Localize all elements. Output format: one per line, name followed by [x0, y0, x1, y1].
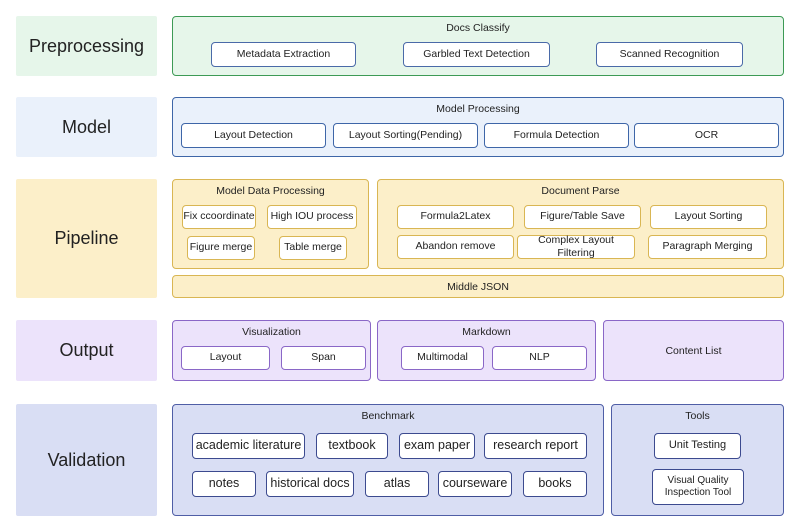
layout-detection-chip: Layout Detection	[181, 123, 326, 148]
layout-sorting-chip: Layout Sorting	[650, 205, 767, 229]
high-iou-process-chip: High IOU process	[267, 205, 357, 229]
benchmark-panel: Benchmark academic literature textbook e…	[172, 404, 604, 516]
visual-quality-inspection-tool-chip: Visual Quality Inspection Tool	[652, 469, 744, 505]
scanned-recognition-chip: Scanned Recognition	[596, 42, 743, 67]
layout-sorting-pending-chip: Layout Sorting(Pending)	[333, 123, 478, 148]
formula-detection-chip: Formula Detection	[484, 123, 629, 148]
figure-table-save-chip: Figure/Table Save	[524, 205, 641, 229]
formula2latex-chip: Formula2Latex	[397, 205, 514, 229]
tools-panel: Tools Unit Testing Visual Quality Inspec…	[611, 404, 784, 516]
row-label-pipeline: Pipeline	[16, 179, 157, 298]
books-chip: books	[523, 471, 587, 497]
fix-coordinate-chip: Fix ccoordinate	[182, 205, 256, 229]
unit-testing-chip: Unit Testing	[654, 433, 741, 459]
ocr-chip: OCR	[634, 123, 779, 148]
row-label-validation: Validation	[16, 404, 157, 516]
figure-merge-chip: Figure merge	[187, 236, 255, 260]
docs-classify-title: Docs Classify	[446, 22, 510, 34]
model-processing-title: Model Processing	[436, 103, 520, 115]
abandon-remove-chip: Abandon remove	[397, 235, 514, 259]
docs-classify-panel: Docs Classify Metadata Extraction Garble…	[172, 16, 784, 76]
metadata-extraction-chip: Metadata Extraction	[211, 42, 356, 67]
visualization-panel: Visualization Layout Span	[172, 320, 371, 381]
visualization-title: Visualization	[242, 326, 301, 338]
benchmark-title: Benchmark	[361, 410, 415, 422]
garbled-text-detection-chip: Garbled Text Detection	[403, 42, 550, 67]
markdown-title: Markdown	[462, 326, 511, 338]
layout-output-chip: Layout	[181, 346, 270, 370]
row-label-model: Model	[16, 97, 157, 157]
model-data-processing-title: Model Data Processing	[216, 185, 325, 197]
historical-docs-chip: historical docs	[266, 471, 354, 497]
model-processing-panel: Model Processing Layout Detection Layout…	[172, 97, 784, 157]
research-report-chip: research report	[484, 433, 587, 459]
model-data-processing-panel: Model Data Processing Fix ccoordinate Hi…	[172, 179, 369, 269]
tools-title: Tools	[685, 410, 710, 422]
academic-literature-chip: academic literature	[192, 433, 305, 459]
row-label-preprocessing: Preprocessing	[16, 16, 157, 76]
document-parse-panel: Document Parse Formula2Latex Figure/Tabl…	[377, 179, 784, 269]
notes-chip: notes	[192, 471, 256, 497]
middle-json-bar: Middle JSON	[172, 275, 784, 298]
complex-layout-filtering-chip: Complex Layout Filtering	[517, 234, 635, 259]
table-merge-chip: Table merge	[279, 236, 347, 260]
courseware-chip: courseware	[438, 471, 512, 497]
markdown-panel: Markdown Multimodal NLP	[377, 320, 596, 381]
nlp-chip: NLP	[492, 346, 587, 370]
textbook-chip: textbook	[316, 433, 388, 459]
paragraph-merging-chip: Paragraph Merging	[648, 235, 767, 259]
document-parse-title: Document Parse	[541, 185, 620, 197]
atlas-chip: atlas	[365, 471, 429, 497]
exam-paper-chip: exam paper	[399, 433, 475, 459]
span-output-chip: Span	[281, 346, 366, 370]
row-label-output: Output	[16, 320, 157, 381]
multimodal-chip: Multimodal	[401, 346, 484, 370]
content-list-panel: Content List	[603, 320, 784, 381]
